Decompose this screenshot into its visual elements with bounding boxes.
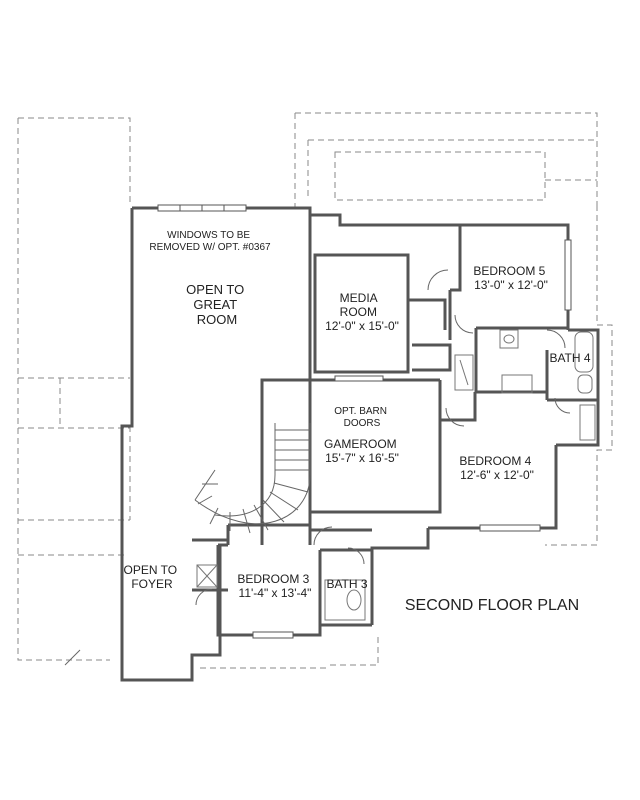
interior-walls [192, 215, 598, 625]
door-swings [195, 269, 571, 606]
open-to-great-room-label: OPEN TO GREAT ROOM [186, 282, 248, 327]
fixtures [64, 329, 596, 666]
barn-doors-note: OPT. BARN DOORS [334, 406, 390, 429]
plan-title: SECOND FLOOR PLAN [405, 597, 579, 614]
media-room-label: MEDIA ROOM 12'-0" x 15'-0" [325, 291, 399, 333]
windows [157, 204, 572, 639]
room-labels: WINDOWS TO BE REMOVED W/ OPT. #0367 OPEN… [124, 230, 591, 614]
gameroom-label: GAMEROOM 15'-7" x 16'-5" [324, 437, 400, 465]
bedroom-4-label: BEDROOM 4 12'-6" x 12'-0" [459, 454, 534, 482]
open-to-foyer-label: OPEN TO FOYER [124, 563, 181, 591]
bedroom-5-label: BEDROOM 5 13'-0" x 12'-0" [473, 264, 548, 292]
first-floor-outline [17, 112, 613, 669]
staircase [194, 423, 311, 534]
windows-note: WINDOWS TO BE REMOVED W/ OPT. #0367 [149, 230, 271, 253]
bath-4-label: BATH 4 [549, 351, 590, 365]
bath-3-label: BATH 3 [326, 577, 367, 591]
bedroom-3-label: BEDROOM 3 11'-4" x 13'-4" [237, 572, 312, 600]
